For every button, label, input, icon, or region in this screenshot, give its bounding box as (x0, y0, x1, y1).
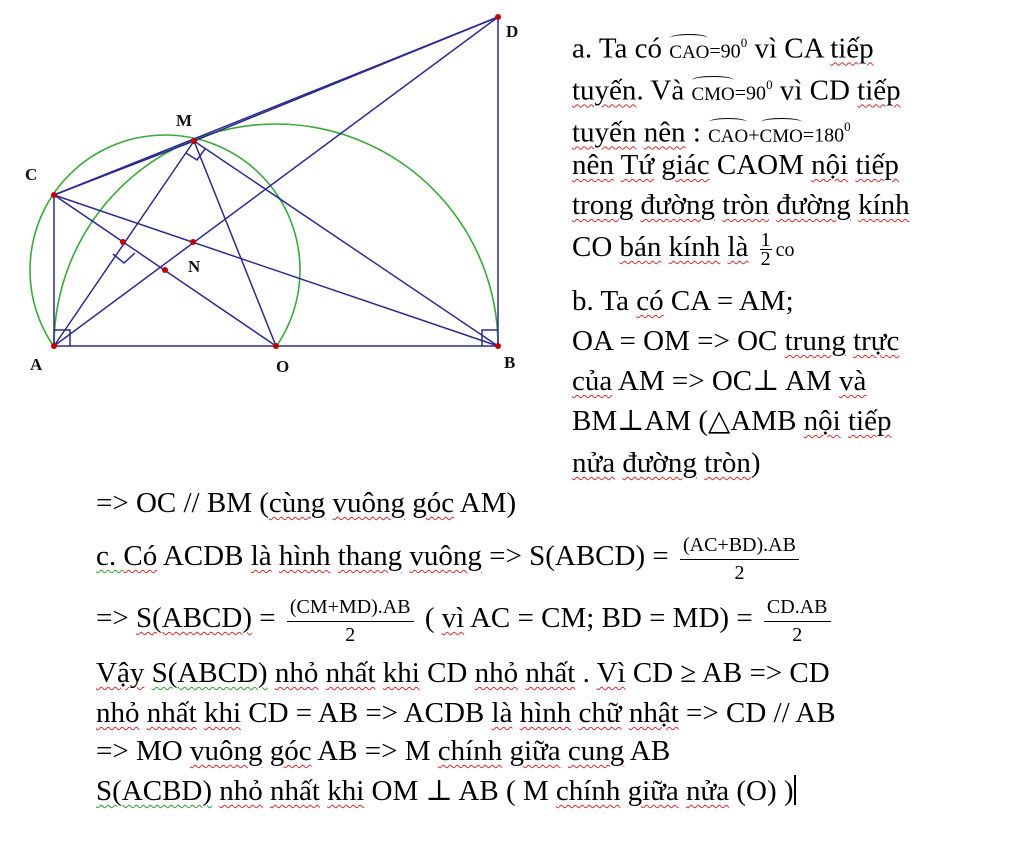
figure-lines (53, 16, 499, 347)
right-angle-a (54, 329, 71, 346)
text-cursor[interactable] (793, 775, 796, 805)
text-a-line3: tuyến nên : CAO+CMO=1800 (572, 108, 851, 156)
label-n: N (188, 257, 201, 276)
right-angle-m (185, 148, 206, 162)
label-a: A (30, 355, 43, 374)
segment-cm (53, 140, 195, 196)
label-c: C (25, 165, 37, 184)
text-a-line1: a. Ta có CAO=900 vì CA tiếp (572, 24, 874, 72)
text-a-line4: nên Tứ giác CAOM nội tiếp (572, 149, 899, 181)
figure-points (51, 14, 501, 349)
right-angle-b (481, 329, 498, 346)
text-a-line2: tuyến. Và CMO=900 vì CD tiếp (572, 66, 901, 114)
label-o: O (276, 357, 289, 376)
text-b-line5: nửa đường tròn) (572, 447, 761, 479)
text-b-line1: b. Ta có CA = AM; (572, 285, 794, 317)
text-c-line6: S(ACBD) nhỏ nhất khi OM ⊥ AB ( M chính g… (96, 775, 796, 807)
geometry-figure: A B C D M N O (0, 14, 560, 420)
text-c-line5: => MO vuông góc AB => M chính giữa cung … (96, 735, 671, 767)
text-c-line3: Vậy S(ABCD) nhỏ nhất khi CD nhỏ nhất . V… (96, 657, 830, 689)
text-b-line6: => OC // BM (cùng vuông góc AM) (96, 487, 517, 519)
text-b-line2: OA = OM => OC trung trực (572, 325, 900, 357)
text-c-line1: c. Có ACDB là hình thang vuông => S(ABCD… (96, 528, 803, 586)
label-b: B (504, 353, 515, 372)
segment-mb (193, 140, 499, 347)
label-m: M (176, 111, 192, 130)
segment-mo (193, 140, 277, 347)
text-b-line4: BM⊥AM (△AMB nội tiếp (572, 405, 892, 437)
label-d: D (506, 22, 518, 41)
right-angle-n (112, 252, 136, 264)
segment-ad (53, 16, 499, 347)
text-b-line3: của AM => OC⊥ AM và (572, 365, 867, 397)
segment-cb (53, 194, 499, 347)
text-c-line4: nhỏ nhất khi CD = AB => ACDB là hình chữ… (96, 697, 836, 729)
text-a-line5: trong đường tròn đường kính (572, 189, 910, 221)
segment-md (193, 16, 499, 142)
